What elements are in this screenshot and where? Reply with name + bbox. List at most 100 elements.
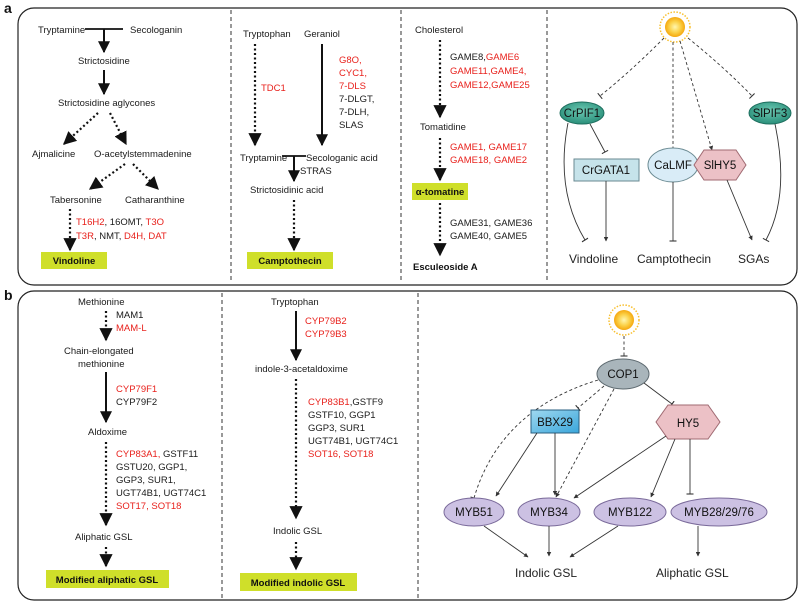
crgata1-label: CrGATA1 [582,165,630,177]
myb122-node [593,497,667,527]
vindoline-product: Vindoline [53,256,96,267]
indolic-gsl-label: Indolic GSL [273,526,322,537]
game-enzymes-2: GAME11,GAME4, [450,66,526,77]
sgas-output: SGAs [738,252,769,266]
indolic-enzymes-4: UGT74B1, UGT74C1 [308,436,398,447]
indolic-enzymes-5: SOT16, SOT18 [308,449,373,460]
aldoxime-label: Aldoxime [88,427,127,438]
tomatidine-label: Tomatidine [420,122,466,133]
cyp79b3-label: CYP79B3 [305,329,347,340]
myb51-label: MYB51 [455,507,493,519]
stras-label: STRAS [300,166,332,177]
activate-edge [483,525,529,558]
game-enzymes-5: GAME18, GAME2 [450,155,527,166]
activate-edge [555,388,615,498]
repress-edge [762,123,782,243]
camptothecin-box [247,252,333,269]
camptothecin-product: Camptothecin [258,256,322,267]
cop1-node [596,358,650,390]
light-network-a: CrPIF1 SlPIF3 CrGATA1 CaLMF SlHY5 Vindol… [559,11,792,266]
acetylstemmadenine-label: O-acetylstemmadenine [94,149,192,160]
geraniol-label: Geraniol [304,29,340,40]
cholesterol-label: Cholesterol [415,25,463,36]
cop1-label: COP1 [607,369,638,381]
indolic-gsl-output: Indolic GSL [515,566,577,580]
ajmalicine-label: Ajmalicine [32,149,75,160]
myb28-node [670,497,768,527]
modified-aliphatic-box [46,570,169,588]
secologanin-label: Secologanin [130,25,182,36]
activate-edge [495,432,538,497]
mam1-label: MAM1 [116,310,143,321]
activate-edge [573,435,667,499]
maml-label: MAM-L [116,323,147,334]
slhy5-node [693,149,747,181]
repress-edge [643,382,675,408]
tomatine-pathway: Cholesterol GAME8,GAME6 GAME11,GAME4, GA… [412,25,532,273]
crpif1-node [559,101,605,125]
cyp79b2-label: CYP79B2 [305,316,347,327]
game-enzymes-3: GAME12,GAME25 [450,80,530,91]
hy5-label: HY5 [677,418,699,430]
strictosidine-label: Strictosidine [78,56,130,67]
activate-edge [679,40,714,151]
indolic-enzymes-3: GGP3, SUR1 [308,423,365,434]
modified-aliphatic-product: Modified aliphatic GSL [56,575,159,586]
tryptophan-label: Tryptophan [271,297,319,308]
catharanthine-label: Catharanthine [125,195,185,206]
tabersonine-label: Tabersonine [50,195,102,206]
dotted-arrow [63,112,99,145]
7dls-label: 7-DLS [339,81,366,92]
panel-b-label: b [4,287,13,303]
aliphatic-enzymes-5: SOT17, SOT18 [116,501,181,512]
aliphatic-gsl-label: Aliphatic GSL [75,532,133,543]
tomatine-box [412,183,468,200]
repress-edge [563,122,589,243]
7dlgt-label: 7-DLGT, [339,94,374,105]
panel-a-frame [17,7,798,286]
game-enzymes-7: GAME40, GAME5 [450,231,527,242]
methionine-2-label: methionine [78,359,124,370]
dotted-arrow [132,163,159,190]
myb51-node [443,497,505,527]
aliphatic-gsl-output: Aliphatic GSL [656,566,729,580]
vindoline-pathway: Tryptamine Secologanin Strictosidine Str… [32,25,192,269]
7dlh-label: 7-DLH, [339,107,369,118]
cyc1-label: CYC1, [339,68,367,79]
myb28-label: MYB28/29/76 [684,507,754,519]
aliphatic-enzymes-4: UGT74B1, UGT74C1 [116,488,206,499]
game-enzymes-1: GAME8,GAME6 [450,52,519,63]
activate-edge [569,525,619,558]
camptothecin-output: Camptothecin [637,252,711,266]
slhy5-label: SlHY5 [704,160,737,172]
light-network-b: COP1 BBX29 HY5 MYB51 MYB34 MYB122 MYB28/… [443,304,768,580]
game-enzymes-6: GAME31, GAME36 [450,218,532,229]
vindoline-enzymes-1: T16H2, 16OMT, T3O [76,217,164,228]
repress-edge [687,37,755,99]
iaox-label: indole-3-acetaldoxime [255,364,348,375]
tryptamine-label: Tryptamine [240,153,287,164]
slpif3-node [748,101,792,125]
aliphatic-enzymes-2: GSTU20, GGP1, [116,462,187,473]
bbx29-label: BBX29 [537,417,573,429]
tryptophan-label: Tryptophan [243,29,291,40]
sun-icon [659,11,691,43]
repress-edge [470,379,599,500]
cyp79f2-label: CYP79F2 [116,397,157,408]
cyp79f1-label: CYP79F1 [116,384,157,395]
alpha-tomatine-label: α-tomatine [416,187,465,198]
esculeoside-label: Esculeoside A [413,262,478,273]
crpif1-label: CrPIF1 [564,108,600,120]
modified-indolic-box [240,573,357,591]
panel-a-label: a [4,0,12,16]
myb34-label: MYB34 [530,507,568,519]
modified-indolic-product: Modified indolic GSL [251,578,346,589]
g8o-label: G8O, [339,55,362,66]
indolic-enzymes-2: GSTF10, GGP1 [308,410,376,421]
vindoline-output: Vindoline [569,252,618,266]
calmf-label: CaLMF [654,160,692,172]
repress-edge [589,123,609,155]
slas-label: SLAS [339,120,363,131]
tdc1-label: TDC1 [261,83,286,94]
